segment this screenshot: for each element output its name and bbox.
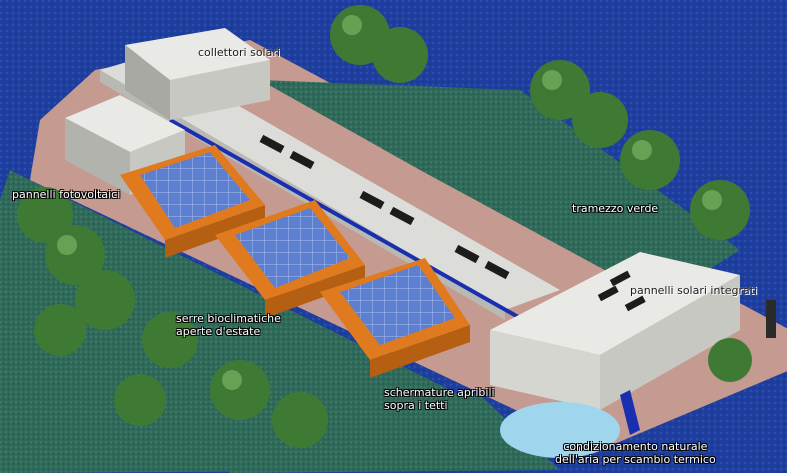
top-building-roof bbox=[125, 28, 270, 80]
greenhouse-1 bbox=[120, 145, 265, 258]
left-building-roof bbox=[65, 95, 185, 152]
label-tramezzo-verde: tramezzo verde bbox=[572, 202, 659, 215]
label-schermature-apribili: schermature apribili sopra i tetti bbox=[384, 386, 495, 412]
right-building-side bbox=[490, 330, 600, 410]
corridor-stripe bbox=[169, 118, 521, 320]
chimney bbox=[766, 300, 776, 338]
pool bbox=[500, 402, 620, 458]
right-building-front bbox=[600, 275, 740, 410]
greenhouse-3 bbox=[320, 258, 470, 378]
right-building-solar bbox=[597, 270, 646, 312]
corridor-roof bbox=[100, 55, 560, 310]
tree-highlights bbox=[57, 15, 722, 390]
greenhouse-2 bbox=[215, 200, 365, 318]
label-collettori-solari: collettori solari bbox=[198, 46, 280, 59]
pool-duct bbox=[620, 390, 640, 435]
label-condizionamento-naturale: condizionamento naturale dell'aria per s… bbox=[555, 440, 716, 466]
label-pannelli-solari-integrati: pannelli solari integrati bbox=[630, 284, 758, 297]
label-pannelli-fotovoltaici: pannelli fotovoltaici bbox=[12, 188, 121, 201]
top-building-side bbox=[125, 45, 170, 120]
label-serre-bioclimatiche: serre bioclimatiche aperte d'estate bbox=[176, 312, 281, 338]
right-building-roof bbox=[490, 252, 740, 355]
top-building-front bbox=[170, 60, 270, 120]
grass-right bbox=[260, 80, 740, 300]
left-building-side bbox=[65, 118, 130, 195]
